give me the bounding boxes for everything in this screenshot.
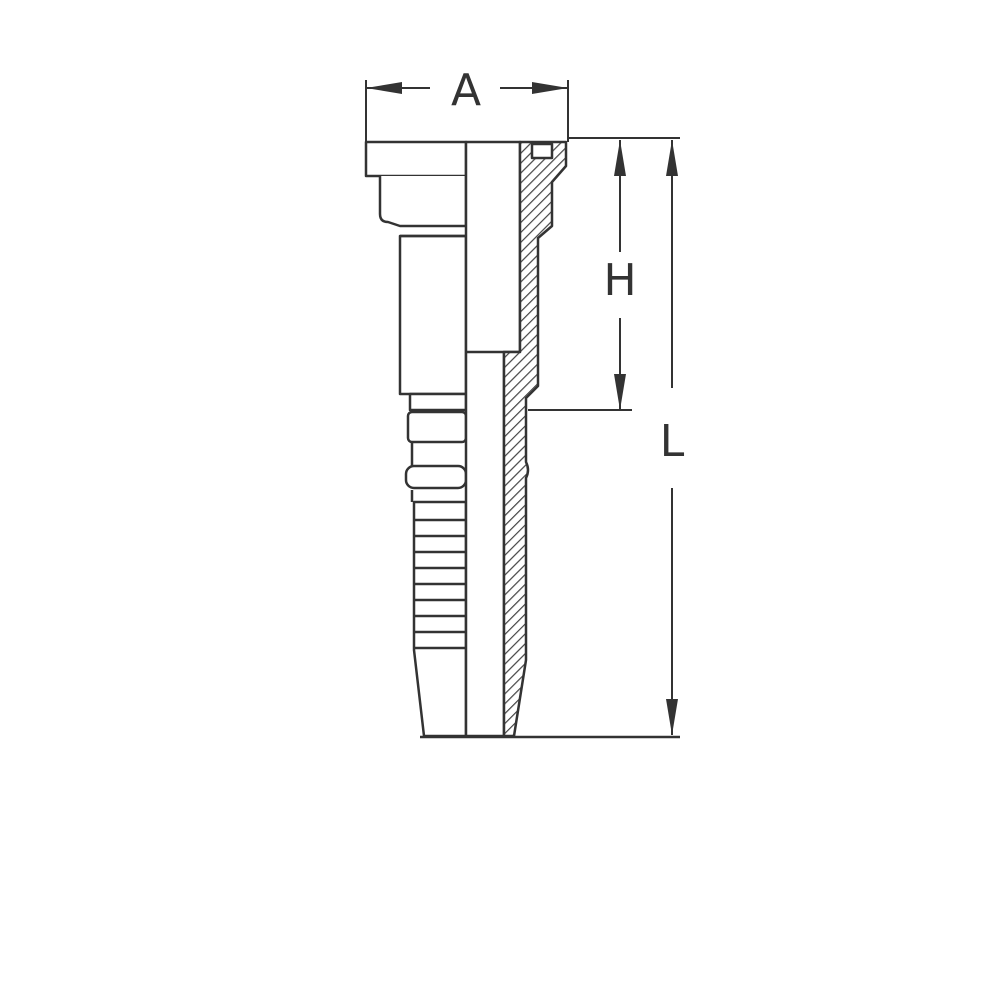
dimension-h <box>528 137 680 411</box>
ring-upper <box>406 410 468 444</box>
fitting-exterior-view <box>364 140 468 738</box>
oring-groove <box>530 142 554 160</box>
dimension-l <box>666 140 678 735</box>
flange-head <box>364 140 468 178</box>
dimension-h-label: H <box>603 255 636 306</box>
stem-barbs <box>414 518 466 650</box>
dimension-a-label: A <box>451 65 481 116</box>
fitting-section-view <box>464 140 568 738</box>
dimension-l-label: L <box>660 416 685 467</box>
ring-lower <box>404 464 468 490</box>
dimension-a <box>365 80 569 142</box>
body-section <box>398 234 468 396</box>
flange-collar <box>378 176 468 228</box>
neck-section <box>408 392 468 412</box>
